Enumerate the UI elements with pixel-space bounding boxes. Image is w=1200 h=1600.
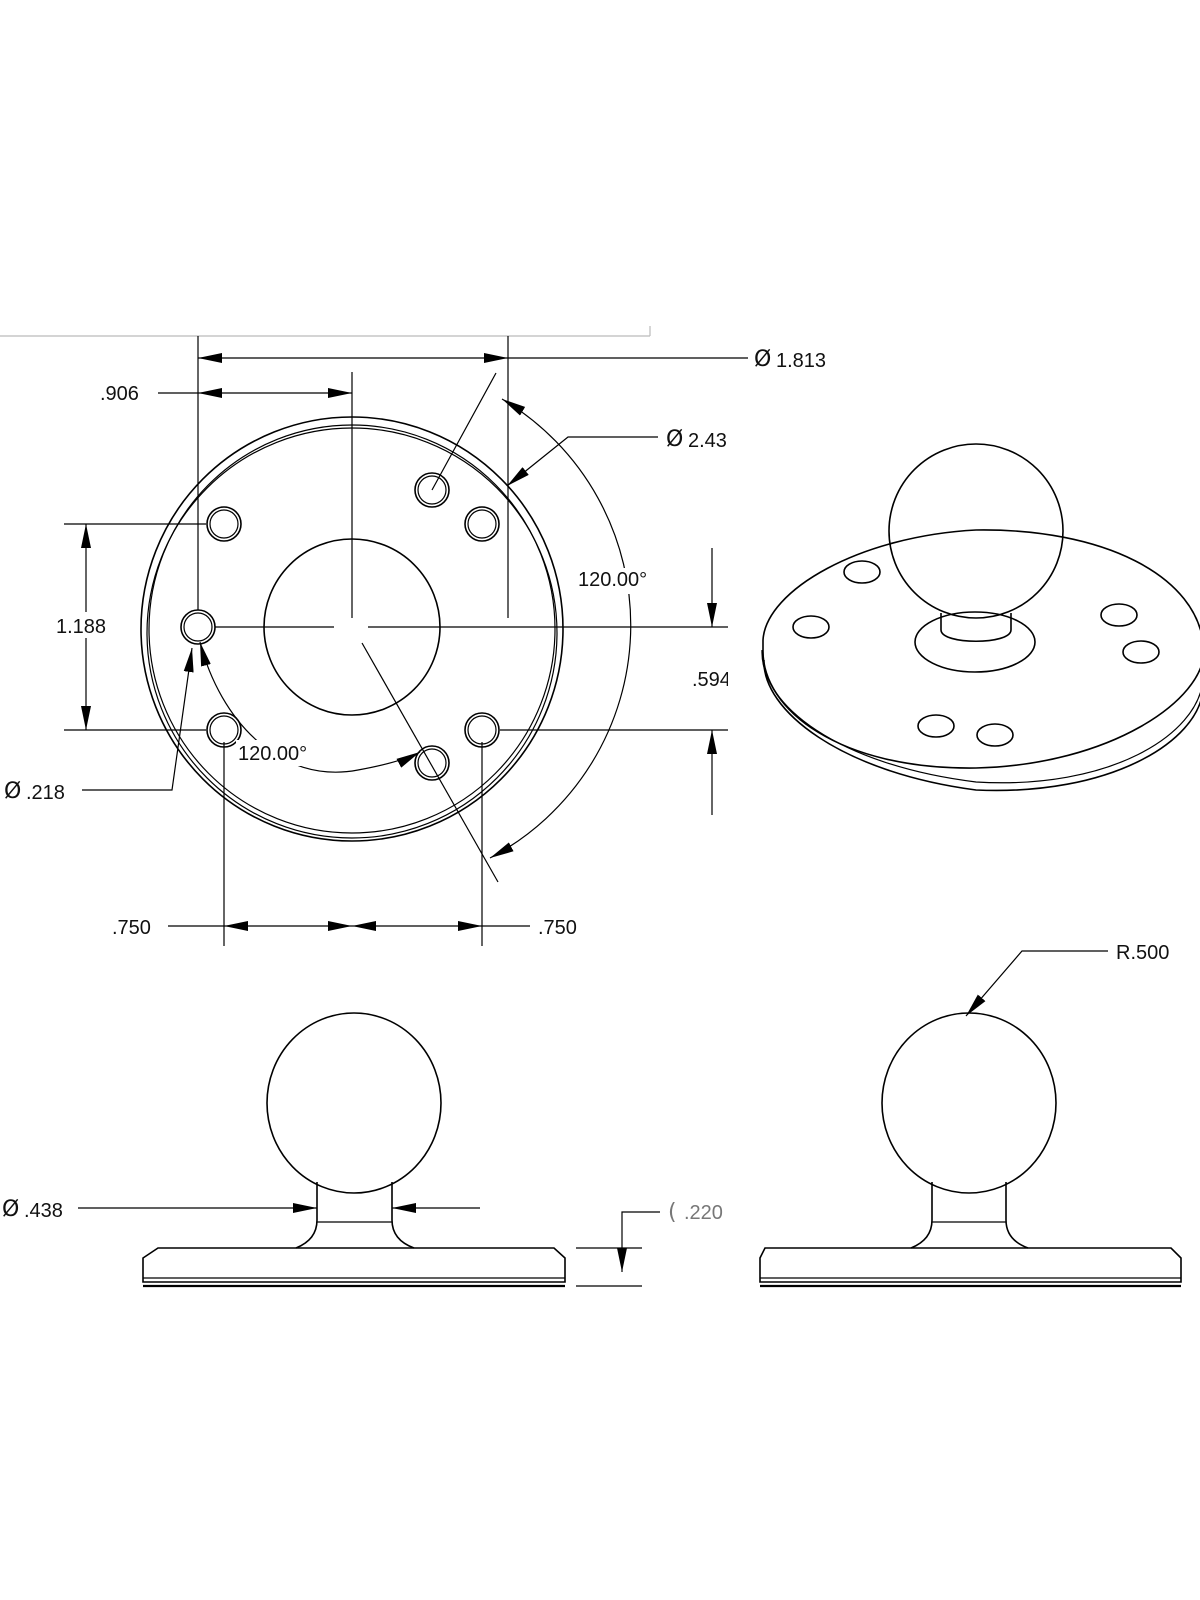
dim-angle-inner: 120.00°	[199, 641, 421, 773]
dim-bolt-circle: .906	[100, 383, 352, 405]
mount-hole	[464, 712, 500, 748]
dim-base-diameter: Ø 2.43	[506, 427, 727, 487]
neck-diameter-label: .438	[24, 1200, 63, 1222]
mount-hole	[1100, 603, 1138, 627]
dim-hole-diameter: Ø .218	[4, 647, 194, 804]
sheet-frame	[0, 326, 651, 337]
mount-hole	[976, 723, 1014, 747]
center-line-diagonal	[361, 642, 499, 883]
center-line-diagonal	[431, 372, 497, 491]
dim-outer-diameter: Ø 1.813	[197, 336, 826, 618]
mount-hole	[183, 612, 213, 642]
dim-half-vertical: .594	[500, 548, 758, 815]
mount-hole	[414, 745, 450, 781]
ball	[888, 443, 1064, 619]
hole-diameter-label: .218	[26, 782, 65, 804]
ball	[881, 1012, 1057, 1194]
mount-hole	[467, 509, 497, 539]
dim-angle-outer: 120.00°	[489, 398, 660, 859]
mount-hole	[180, 609, 216, 645]
diameter-symbol: Ø	[666, 427, 683, 452]
mount-hole	[843, 560, 881, 584]
ball-radius-label: R.500	[1116, 942, 1169, 964]
dim-neck-diameter: Ø .438	[2, 1197, 480, 1222]
mount-hole	[209, 509, 239, 539]
mount-hole	[792, 615, 830, 639]
neck-base	[914, 611, 1036, 673]
mount-hole	[414, 472, 450, 508]
horizontal-left-label: .750	[112, 917, 151, 939]
mount-hole	[1122, 640, 1160, 664]
diameter-symbol: Ø	[754, 347, 771, 372]
angle-outer-label: 120.00°	[578, 569, 647, 591]
mount-hole	[206, 506, 242, 542]
isometric-view	[761, 443, 1200, 792]
half-vertical-label: .594	[692, 669, 731, 691]
dim-vertical-spacing: 1.188	[52, 523, 206, 731]
vertical-spacing-label: 1.188	[56, 616, 106, 638]
dim-horizontal-spacing: .750 .750	[112, 742, 577, 946]
diameter-symbol: Ø	[4, 779, 21, 804]
mount-hole	[417, 748, 447, 778]
angle-inner-label: 120.00°	[238, 743, 307, 765]
mount-hole	[917, 714, 955, 738]
mount-hole	[417, 475, 447, 505]
outer-diameter-label: 1.813	[776, 350, 826, 372]
diameter-symbol: Ø	[2, 1197, 19, 1222]
side-view-right	[759, 1012, 1182, 1288]
mount-hole	[209, 715, 239, 745]
reference-paren: (	[668, 1200, 677, 1225]
mount-hole	[467, 715, 497, 745]
base-diameter-label: 2.43	[688, 430, 727, 452]
mount-hole	[464, 506, 500, 542]
top-view	[140, 372, 728, 883]
bolt-circle-label: .906	[100, 383, 139, 405]
dim-base-thickness: ( .220	[576, 1200, 723, 1287]
ball	[266, 1012, 442, 1194]
horizontal-right-label: .750	[538, 917, 577, 939]
base-thickness-label: .220	[684, 1202, 723, 1224]
dim-ball-radius: R.500	[965, 942, 1169, 1017]
side-view-left	[142, 1012, 566, 1288]
